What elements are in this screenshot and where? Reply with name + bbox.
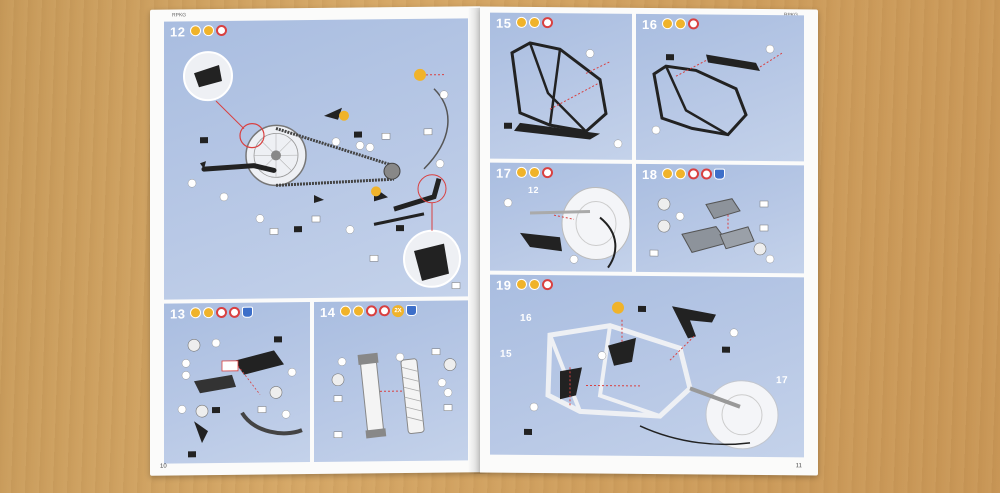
step-12-diagram bbox=[183, 51, 461, 289]
step-16-panel: 16 bbox=[636, 13, 804, 162]
left-page: RPKG 12 bbox=[150, 6, 480, 476]
step-13-diagram bbox=[177, 336, 303, 458]
step-16-diagram bbox=[651, 44, 783, 137]
step-15-diagram bbox=[504, 41, 623, 148]
step-17-diagram bbox=[503, 187, 631, 269]
step-15-panel: 15 bbox=[490, 12, 632, 160]
instruction-booklet: RPKG 12 bbox=[150, 6, 820, 478]
right-page: RPKG 15 16 bbox=[480, 6, 818, 476]
step-18-diagram bbox=[649, 197, 775, 264]
step-12-panel: 12 bbox=[164, 18, 468, 300]
step-17-panel: 17 12 bbox=[490, 162, 632, 272]
step-14-panel: 14 2X bbox=[314, 300, 468, 463]
step-19-diagram bbox=[524, 301, 779, 450]
page-number: 10 bbox=[160, 463, 167, 470]
header-code: RPKG bbox=[172, 12, 187, 19]
step-18-panel: 18 bbox=[636, 163, 804, 274]
step-13-panel: 13 bbox=[164, 302, 310, 464]
step-19-panel: 19 16 15 17 bbox=[490, 274, 804, 458]
page-number: 11 bbox=[795, 463, 802, 470]
step-14-diagram bbox=[331, 348, 457, 439]
